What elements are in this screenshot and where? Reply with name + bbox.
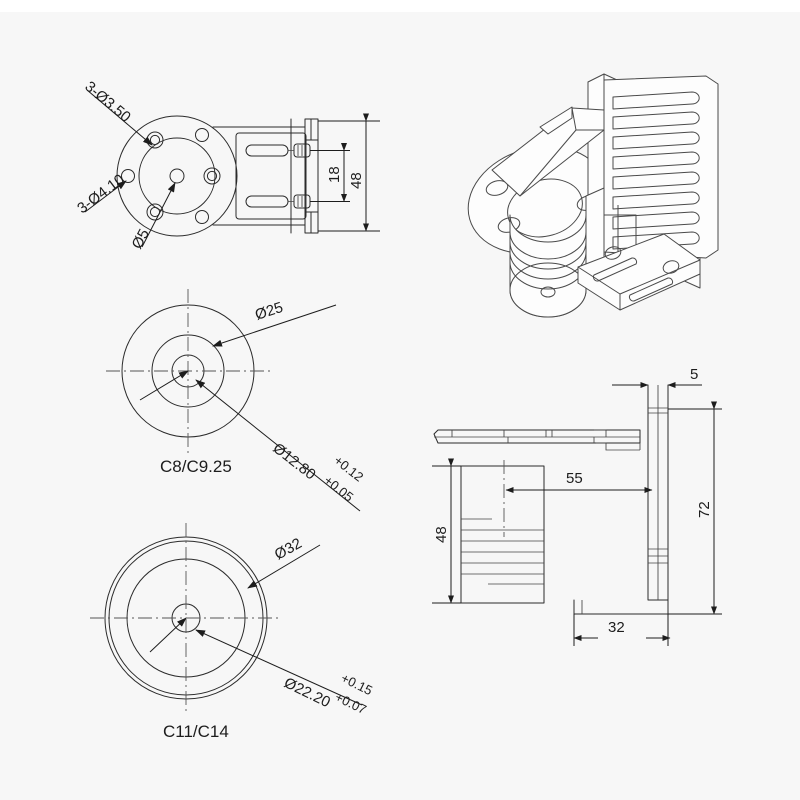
dimension-32: 32 [573,614,671,646]
label-48-side: 48 [433,526,450,543]
leader-d1280-a [139,370,189,401]
label-d350: 3-Ø3.50 [81,78,133,126]
fastener-lower [293,194,311,209]
view-top-left: 3-Ø3.50 3-Ø4.10 Ø5 18 48 [74,78,380,252]
fastener-upper [293,143,311,158]
label-d5: Ø5 [129,226,153,252]
slot-upper [245,144,289,157]
label-32: 32 [608,619,625,636]
center-bore-circle [169,168,185,184]
dimension-5: 5 [612,366,702,388]
mounting-plate-slots [235,132,311,220]
dim-ext-lines-top [310,120,380,232]
label-18: 18 [326,166,343,183]
view-side-elevation: 5 72 48 55 [432,366,722,646]
leader-d2220-a [149,617,187,653]
view-bore-c8: Ø25 Ø12.80 +0.12 +0.05 C8/C9.25 [106,289,366,512]
side-upper-arm [433,429,641,451]
iso-motor-barrel [509,214,587,318]
view-bore-c11: Ø32 Ø22.20 +0.15 +0.07 C11/C14 [90,523,375,741]
leader-d32 [247,544,321,589]
leader-d5 [141,182,176,248]
sheet-top-margin [0,0,800,12]
leader-d410 [84,180,127,213]
leader-d1280-b [195,379,361,512]
label-d1280: Ø12.80 [270,440,319,484]
leader-d350 [86,89,153,146]
caption-c8: C8/C9.25 [160,457,232,476]
label-d25: Ø25 [253,299,285,324]
iso-heatsink-fins [603,75,719,259]
label-48-top: 48 [348,172,365,189]
flange-outer-circle [116,115,238,237]
iso-base-plate [577,233,701,311]
flange-bolt-circle [138,137,216,215]
leader-d25 [212,304,337,347]
c8-mid-circle [151,334,225,408]
dimension-72: 72 [668,401,722,615]
dimension-48-top: 48 [348,113,369,232]
through-hole-group [121,128,209,224]
leader-d2220-b [195,629,363,706]
slot-lower [245,195,289,208]
iso-tab [539,106,573,135]
label-55: 55 [566,470,583,487]
label-72: 72 [696,501,713,518]
label-5: 5 [690,366,698,383]
dimension-55: 55 [505,470,653,493]
bracket-body-outline [212,118,319,234]
view-isometric-3d [467,73,719,318]
side-motor-body [460,460,545,604]
dimension-18: 18 [326,143,347,202]
label-d32: Ø32 [272,535,305,564]
caption-c11: C11/C14 [163,722,229,741]
side-bottom-foot [573,599,669,615]
side-vertical-plate [647,384,669,601]
dimension-48-side: 48 [432,458,461,604]
